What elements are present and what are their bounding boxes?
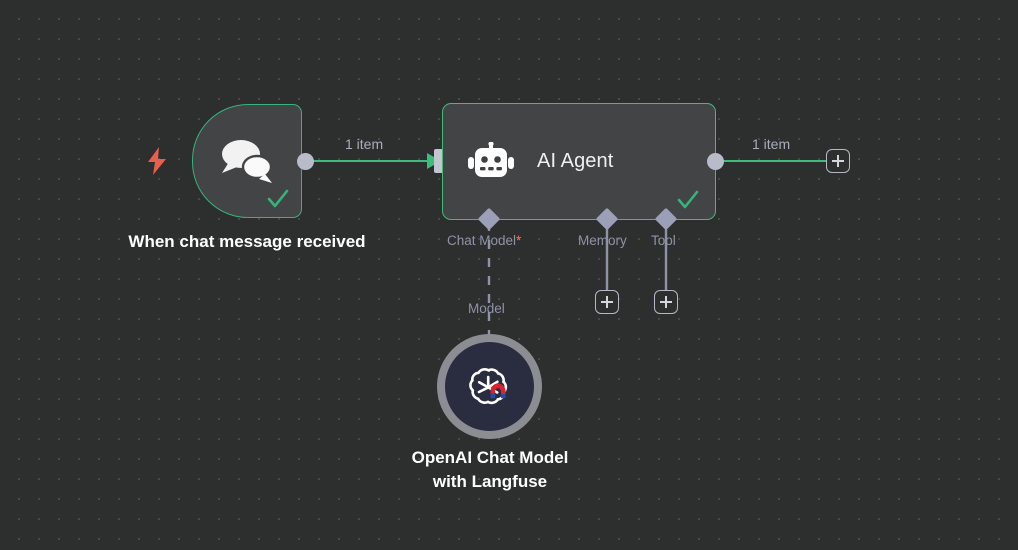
chat-bubbles-icon (218, 135, 276, 185)
agent-port-label-chat-model: Chat Model* (447, 233, 521, 248)
agent-input-port[interactable] (434, 149, 443, 173)
robot-icon (467, 140, 515, 182)
node-when-chat-message-received[interactable] (192, 104, 302, 218)
node-label-trigger: When chat message received (128, 232, 366, 251)
agent-output-port[interactable] (707, 153, 724, 170)
chat-model-label-text: Chat Model (447, 233, 517, 248)
edge-label-trigger-output: 1 item (345, 136, 384, 152)
node-title-ai-agent: AI Agent (537, 150, 614, 172)
trigger-success-check-icon (265, 186, 291, 212)
add-memory-button[interactable] (595, 290, 619, 314)
add-node-output-button[interactable] (826, 149, 850, 173)
agent-port-label-memory: Memory (578, 233, 627, 248)
trigger-output-port[interactable] (297, 153, 314, 170)
openai-langfuse-icon (467, 364, 513, 410)
add-tool-button[interactable] (654, 290, 678, 314)
openai-node-inner (445, 342, 534, 431)
node-ai-agent[interactable]: AI Agent (442, 103, 716, 220)
agent-port-label-tool: Tool (651, 233, 676, 248)
agent-success-check-icon (675, 187, 701, 213)
node-label-openai-chat-model: OpenAI Chat Model with Langfuse (411, 448, 569, 491)
magnet-icon (490, 383, 505, 398)
trigger-bolt-icon (146, 147, 168, 175)
edge-label-model: Model (468, 301, 505, 316)
node-openai-chat-model[interactable] (437, 334, 542, 439)
chat-model-required-marker: * (516, 233, 522, 248)
edge-label-agent-output: 1 item (752, 136, 791, 152)
